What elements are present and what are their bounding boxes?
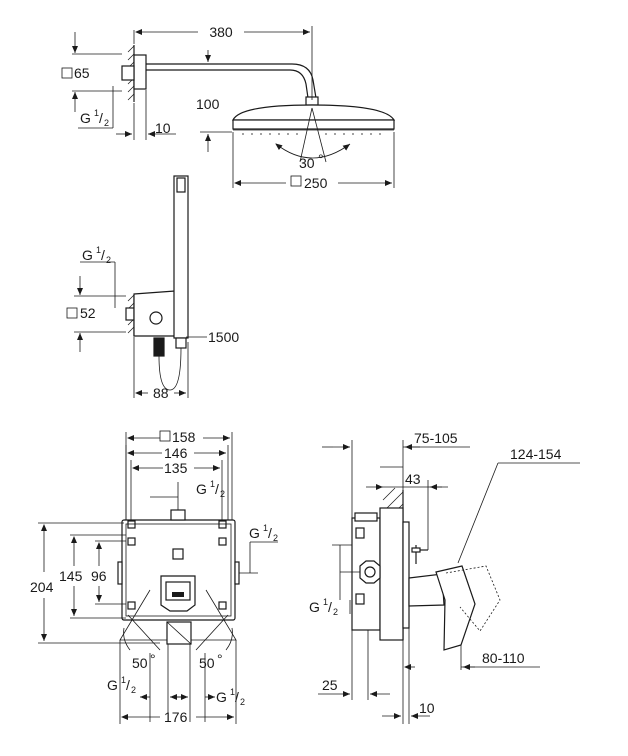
svg-text:°: ° [318, 151, 324, 167]
dim-100: 100 [196, 96, 220, 112]
svg-text:2: 2 [104, 118, 109, 128]
dim-146: 146 [164, 445, 188, 461]
dim-10-head: 10 [155, 120, 171, 136]
svg-text:1: 1 [210, 479, 215, 489]
thread-g-half-hand: G [82, 247, 93, 263]
hose-length: 1500 [208, 329, 239, 345]
svg-text:°: ° [150, 651, 156, 667]
frac-slash: / [99, 110, 103, 126]
svg-text:1: 1 [121, 675, 126, 685]
dim-158: 158 [172, 429, 196, 445]
dim-25: 25 [322, 677, 338, 693]
frac-slash: / [268, 525, 272, 541]
shower-head-view: 380 65 100 G 1 / 2 10 30 ° [61, 24, 396, 191]
frac-slash: / [215, 481, 219, 497]
dim-65: 65 [74, 65, 90, 81]
dim-145: 145 [59, 568, 83, 584]
angle-50-right: 50 [199, 655, 215, 671]
svg-text:2: 2 [220, 489, 225, 499]
svg-text:2: 2 [273, 533, 278, 543]
svg-text:2: 2 [131, 685, 136, 695]
svg-text:1: 1 [323, 597, 328, 607]
dim-124-154: 124-154 [510, 446, 562, 462]
svg-text:2: 2 [240, 697, 245, 707]
thread-g-half-right: G [249, 525, 260, 541]
dim-75-105: 75-105 [414, 430, 458, 446]
dim-43: 43 [405, 471, 421, 487]
angle-50-left: 50 [132, 655, 148, 671]
svg-text:1: 1 [96, 245, 101, 255]
svg-text:2: 2 [106, 255, 111, 265]
dim-250: 250 [304, 175, 328, 191]
frac-slash: / [101, 247, 105, 263]
box-front-view: 158 146 135 G 1 / 2 G 1 / 2 204 145 [30, 429, 278, 725]
dim-96: 96 [91, 568, 107, 584]
frac-slash: / [235, 689, 239, 705]
dim-52: 52 [80, 305, 96, 321]
dim-135: 135 [164, 460, 188, 476]
hand-shower-view: G 1 / 2 52 1500 88 [66, 175, 239, 401]
dim-80-110: 80-110 [482, 650, 525, 666]
dim-176: 176 [164, 709, 188, 725]
thread-g-half-top: G [196, 481, 207, 497]
dim-204: 204 [30, 579, 54, 595]
frac-slash: / [126, 677, 130, 693]
frac-slash: / [328, 599, 332, 615]
svg-text:°: ° [217, 651, 223, 667]
thread-g-half-bottom-right: G [216, 689, 227, 705]
thread-g-half-head: G [80, 110, 91, 126]
side-section-view: 75-105 43 124-154 G 1 / 2 80-110 25 [309, 430, 580, 724]
dim-88: 88 [153, 385, 169, 401]
svg-text:1: 1 [230, 687, 235, 697]
svg-text:2: 2 [333, 607, 338, 617]
svg-text:1: 1 [263, 523, 268, 533]
dim-10-side: 10 [419, 700, 435, 716]
thread-g-half-bottom-left: G [107, 677, 118, 693]
spray-angle: 30 [299, 155, 315, 171]
dim-380: 380 [209, 24, 233, 40]
svg-text:1: 1 [94, 108, 99, 118]
thread-g-half-side: G [309, 599, 320, 615]
